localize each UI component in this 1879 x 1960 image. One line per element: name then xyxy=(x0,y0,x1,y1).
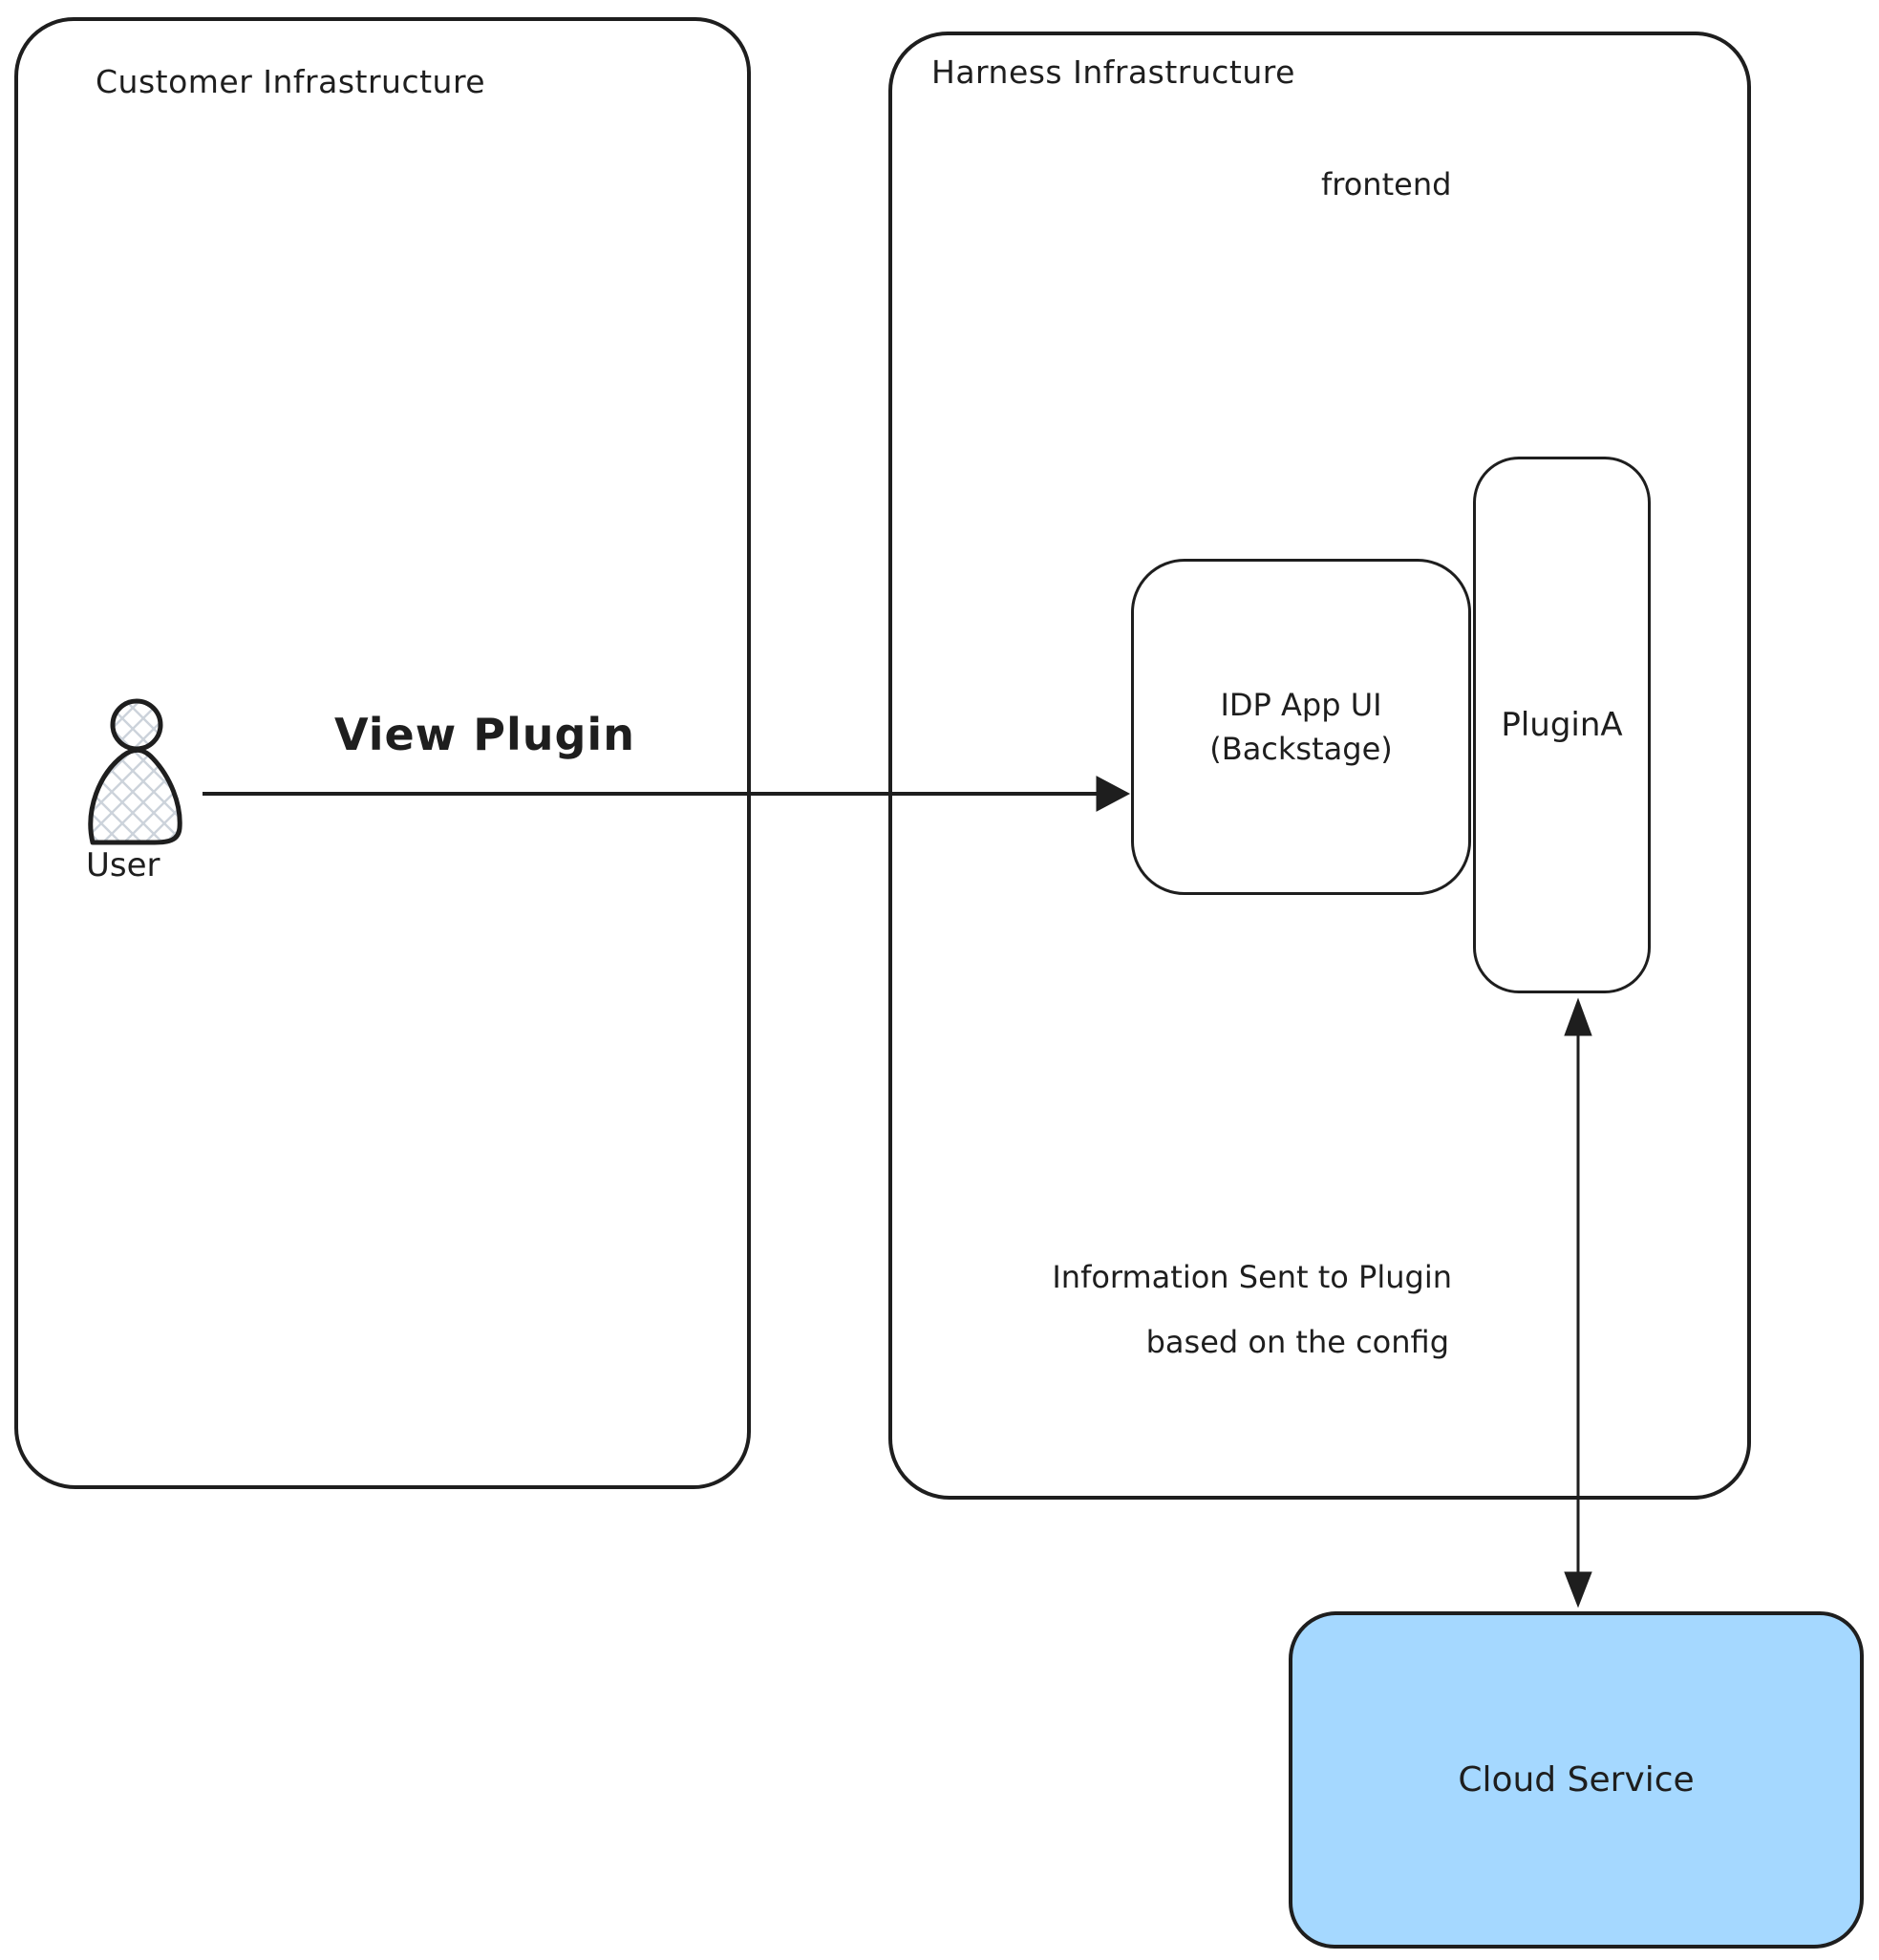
plugin-a-label: PluginA xyxy=(1501,706,1623,744)
user-label: User xyxy=(86,846,160,884)
cloud-service-label: Cloud Service xyxy=(1458,1759,1695,1800)
idp-app-ui-label-line1: IDP App UI xyxy=(1220,687,1382,723)
user-icon xyxy=(88,698,182,845)
plugin-a-node: PluginA xyxy=(1473,457,1651,993)
cloud-service-node: Cloud Service xyxy=(1289,1611,1864,1949)
user-head xyxy=(110,698,163,752)
idp-app-ui-node: IDP App UI (Backstage) xyxy=(1131,559,1471,895)
info-arrow-label-line2: based on the config xyxy=(1145,1324,1449,1360)
frontend-label: frontend xyxy=(1321,166,1452,202)
idp-app-ui-label-line2: (Backstage) xyxy=(1209,731,1393,767)
harness-infrastructure-title: Harness Infrastructure xyxy=(931,53,1295,91)
customer-infrastructure-title: Customer Infrastructure xyxy=(96,63,486,100)
info-arrow-label-line1: Information Sent to Plugin xyxy=(1052,1259,1452,1295)
user-body xyxy=(88,747,182,845)
view-plugin-arrow-label: View Plugin xyxy=(334,709,635,760)
